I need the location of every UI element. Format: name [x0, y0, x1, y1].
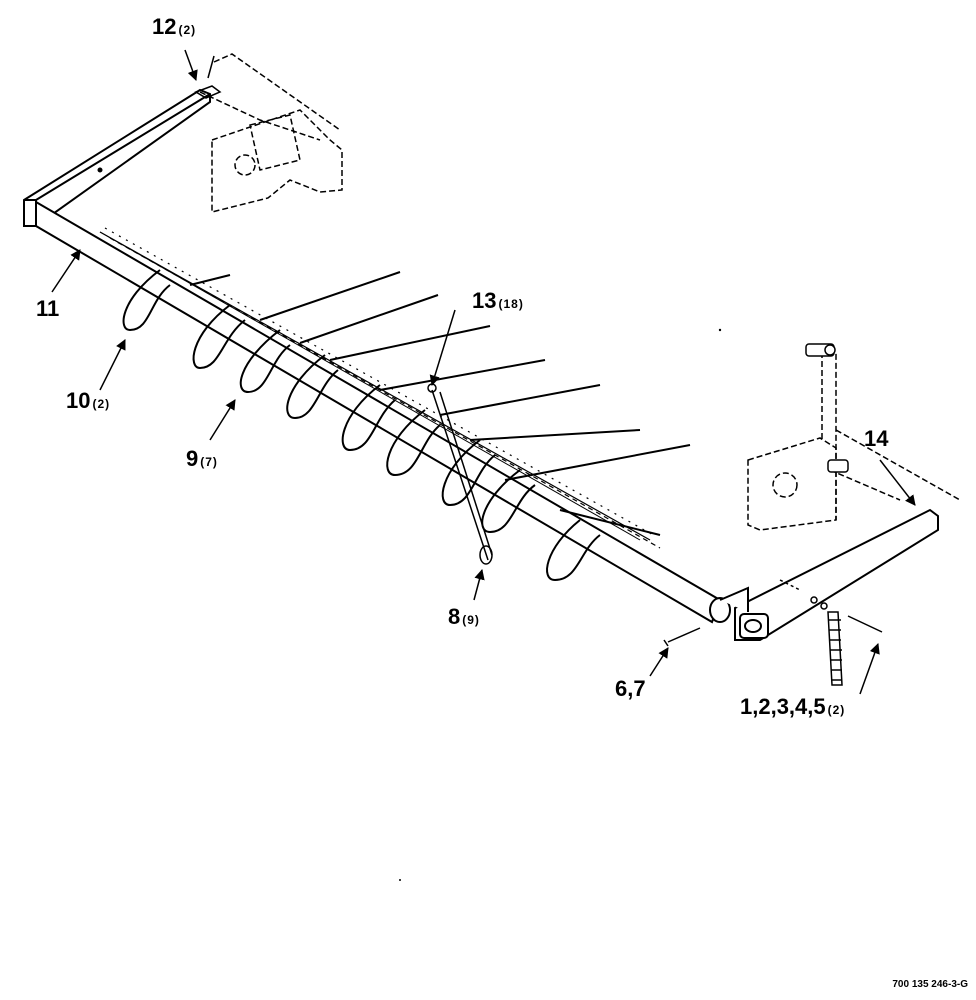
callout-qty: (9): [462, 613, 480, 627]
callout-qty: (2): [92, 397, 111, 411]
callout-12: 12(2): [152, 16, 196, 38]
left-arm: [23, 88, 211, 227]
spring-hardware: [779, 579, 883, 686]
callout-qty: (2): [178, 23, 197, 37]
tines: [189, 271, 691, 536]
bolt-6-7: [663, 627, 701, 647]
callout-6-7: 6,7: [615, 678, 648, 700]
callout-14: 14: [864, 428, 890, 450]
stray-dot: [718, 328, 722, 332]
callout-10: 10(2): [66, 390, 110, 412]
callout-number: 10: [66, 388, 91, 413]
leader-arrows: [51, 49, 916, 695]
callout-number: 13: [472, 288, 497, 313]
drawing-number: 700 135 246-3-G: [892, 979, 968, 990]
callout-13: 13(18): [472, 290, 524, 312]
callout-number: 8: [448, 604, 461, 629]
callout-11: 11: [36, 298, 61, 320]
callout-number: 9: [186, 446, 199, 471]
callout-number: 1,2,3,4,5: [740, 694, 826, 719]
callout-1-5: 1,2,3,4,5(2): [740, 696, 845, 718]
right-arm: [719, 508, 939, 641]
tooth-coils: [122, 269, 601, 582]
callout-qty: (7): [200, 455, 218, 469]
callout-qty: (2): [827, 703, 846, 717]
main-tube: [35, 200, 731, 624]
callout-9: 9(7): [186, 448, 218, 470]
callout-number: 14: [864, 426, 889, 451]
callout-qty: (18): [498, 297, 524, 311]
right-mount-bracket: [747, 349, 961, 531]
stray-dot: [399, 879, 401, 881]
tooth-strip: [99, 227, 661, 549]
callout-8: 8(9): [448, 606, 480, 628]
callout-number: 6,7: [615, 676, 646, 701]
callout-number: 11: [36, 296, 60, 321]
left-mount-bracket: [199, 53, 343, 213]
callout-number: 12: [152, 14, 177, 39]
pin-12: [194, 55, 222, 99]
right-shaft: [805, 343, 849, 473]
